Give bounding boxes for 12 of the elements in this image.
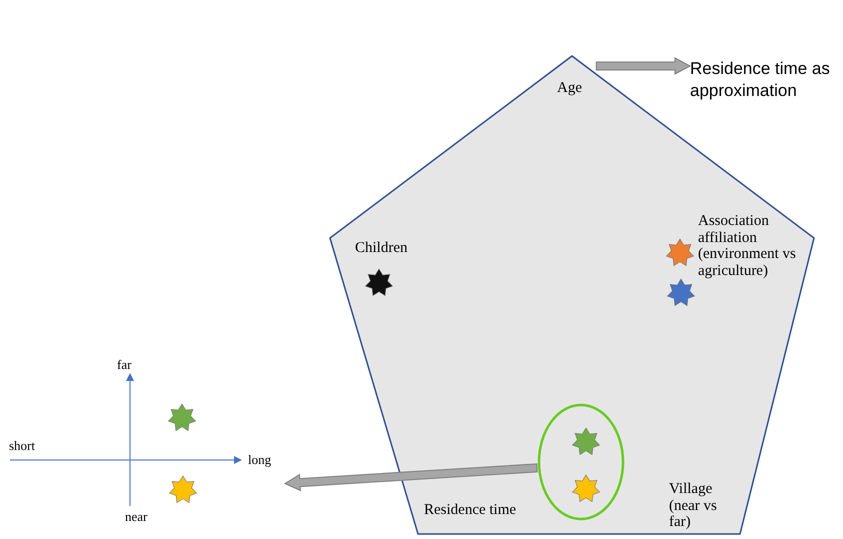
axis-label: short xyxy=(9,439,35,454)
vertex-label: Village (near vs far) xyxy=(669,481,718,530)
axis-label: far xyxy=(117,358,132,372)
axis-label: near xyxy=(125,510,148,524)
axis-label: long xyxy=(248,453,272,468)
vertex-label: Association affiliation (environment vs agriculture) xyxy=(698,213,797,279)
block-arrow xyxy=(596,57,692,75)
vertex-label: Age xyxy=(557,80,583,96)
block-arrow xyxy=(284,463,538,492)
vertex-label: Children xyxy=(355,240,408,256)
note-text: Residence time as approximation xyxy=(690,58,831,102)
vertex-label: Residence time xyxy=(424,502,518,518)
